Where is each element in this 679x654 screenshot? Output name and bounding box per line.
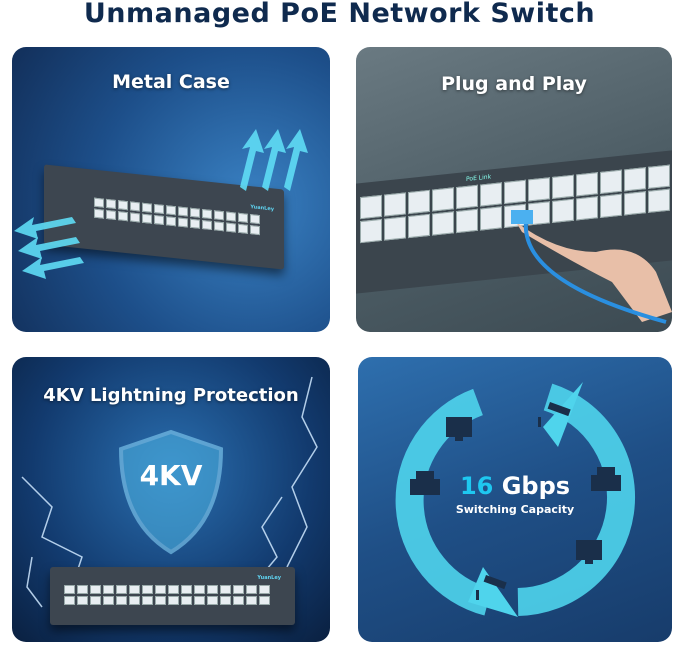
ethernet-port (207, 585, 218, 594)
ethernet-port (90, 596, 101, 605)
ethernet-port (233, 596, 244, 605)
ethernet-port (259, 596, 270, 605)
camera-icon (538, 402, 571, 427)
switch-image: YuanLey (50, 567, 295, 625)
ethernet-port (194, 596, 205, 605)
page-title: Unmanaged PoE Network Switch (83, 0, 596, 29)
panel-title: Metal Case (112, 71, 230, 93)
cycle-arrows (395, 382, 636, 617)
ethernet-port (64, 596, 75, 605)
ethernet-port (194, 585, 205, 594)
ethernet-port (155, 596, 166, 605)
panel-plug-and-play: Plug and Play PoE Link (356, 47, 672, 332)
brand-logo: YuanLey (257, 575, 281, 581)
ethernet-port (142, 596, 153, 605)
ethernet-port (129, 585, 140, 594)
ethernet-port (246, 596, 257, 605)
ethernet-port (155, 585, 166, 594)
ethernet-port (220, 585, 231, 594)
panel-title: 4KV Lightning Protection (43, 385, 299, 406)
capacity-value: 16 Gbps (459, 472, 571, 500)
ethernet-port (181, 585, 192, 594)
shield-icon (118, 429, 224, 555)
camera-icon (476, 575, 507, 600)
panel-lightning-protection: 4KV Lightning Protection 4KV YuanLey (12, 357, 330, 642)
ethernet-port (103, 596, 114, 605)
ethernet-port (64, 585, 75, 594)
capacity-label: Switching Capacity (455, 503, 575, 516)
ethernet-port (77, 585, 88, 594)
ethernet-port (142, 585, 153, 594)
ethernet-port (116, 585, 127, 594)
ethernet-port (168, 585, 179, 594)
panel-switching-capacity: 16 Gbps Switching Capacity (358, 357, 672, 642)
panel-metal-case: Metal Case YuanLey (12, 47, 330, 332)
ethernet-port (103, 585, 114, 594)
monitor-icon (576, 540, 602, 564)
shield-text: 4KV (139, 459, 203, 492)
airflow-arrow-icon (14, 129, 308, 279)
panel-title: Plug and Play (441, 73, 587, 95)
ethernet-port (207, 596, 218, 605)
ethernet-port (233, 585, 244, 594)
hand-plugging-cable (511, 210, 672, 324)
ethernet-port (116, 596, 127, 605)
ethernet-port (168, 596, 179, 605)
ethernet-port (77, 596, 88, 605)
ethernet-port (90, 585, 101, 594)
ethernet-port (220, 596, 231, 605)
ethernet-port (129, 596, 140, 605)
printer-icon (410, 471, 440, 495)
monitor-icon (446, 417, 472, 441)
ethernet-port (181, 596, 192, 605)
ethernet-port (259, 585, 270, 594)
printer-icon (591, 467, 621, 491)
ethernet-port (246, 585, 257, 594)
